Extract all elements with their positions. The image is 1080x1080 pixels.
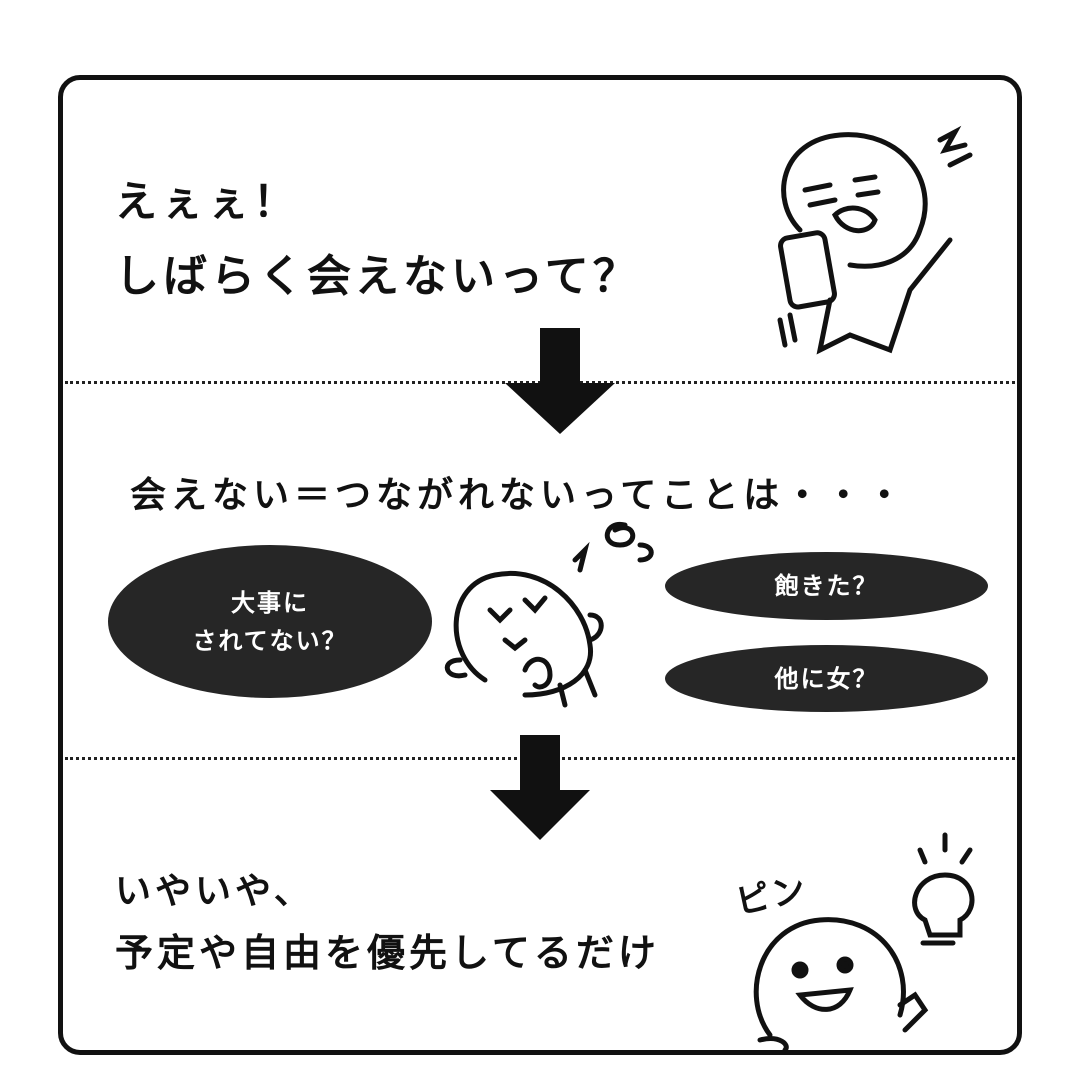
bubble-another-woman: 他に女？ <box>665 645 988 712</box>
worry-heading: 会えない＝つながれないってことは・・・ <box>130 475 908 516</box>
bubble-not-valued: 大事にされてない？ <box>108 545 432 698</box>
bubble-line: されてない？ <box>192 626 348 655</box>
bubble-bored: 飽きた？ <box>665 552 988 620</box>
exclaim-line: えぇぇ！ <box>115 177 300 226</box>
reassure-line: いやいや、 <box>115 871 314 912</box>
question-line: しばらく会えないって？ <box>115 251 641 302</box>
idea-character-illustration <box>753 832 975 1053</box>
surprised-character-illustration <box>777 125 973 355</box>
bubble-line: 大事に <box>231 588 309 617</box>
panel-frame <box>58 75 1022 1055</box>
down-arrow-icon <box>505 328 615 434</box>
worried-character-illustration <box>445 521 654 708</box>
reassure-line-2: 予定や自由を優先してるだけ <box>115 931 660 975</box>
down-arrow-icon <box>490 735 590 840</box>
